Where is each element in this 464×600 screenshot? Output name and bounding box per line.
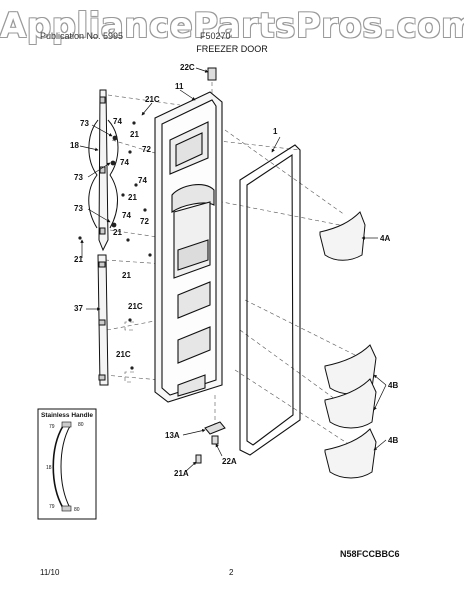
- callout: 21C: [116, 350, 131, 359]
- door-panel-11: [154, 91, 223, 403]
- callout: 4B: [388, 381, 398, 390]
- stainless-handle-inset: 79 80 18 79 80: [37, 408, 97, 520]
- callout: 73: [74, 173, 83, 182]
- inset-label: 79: [49, 504, 55, 510]
- callout: 74: [120, 158, 129, 167]
- callout: 1: [273, 127, 278, 136]
- callout: 72: [140, 217, 149, 226]
- callout: 37: [74, 304, 83, 313]
- diagram-code: N58FCCBBC6: [340, 549, 400, 559]
- footer-date: 11/10: [40, 568, 60, 577]
- section-title: FREEZER DOOR: [196, 44, 268, 54]
- projection-guides: [103, 75, 356, 446]
- lower-trim-37: [97, 254, 109, 386]
- callout: 21C: [128, 302, 143, 311]
- callout: 21: [74, 255, 83, 264]
- inset-label: 18: [46, 465, 52, 471]
- callout: 74: [138, 176, 147, 185]
- footer-page-number: 2: [229, 568, 234, 577]
- callout: 21: [113, 228, 122, 237]
- callout: 18: [70, 141, 79, 150]
- inset-label: 80: [74, 507, 80, 513]
- screws-and-clips: [78, 121, 152, 370]
- watermark: AppliancePartsPros.com: [0, 6, 464, 46]
- callout: 74: [113, 117, 122, 126]
- model-number: F50270: [200, 31, 231, 41]
- door-bins: [319, 211, 377, 479]
- callout: 72: [142, 145, 151, 154]
- callout: 73: [80, 119, 89, 128]
- bottom-hinge-parts: [195, 67, 226, 464]
- callout: 21: [128, 193, 137, 202]
- callout: 21: [122, 271, 131, 280]
- callout: 4A: [380, 234, 390, 243]
- callout: 11: [175, 82, 184, 91]
- callout: 21C: [145, 95, 160, 104]
- callout: 21A: [174, 469, 189, 478]
- callout: 4B: [388, 436, 398, 445]
- part-callouts: 22C 11 21C 74 73 21 72 18 74 73 74 21 73…: [70, 63, 398, 478]
- inset-title: Stainless Handle: [41, 412, 94, 419]
- callout: 73: [74, 204, 83, 213]
- inset-label: 80: [78, 422, 84, 428]
- callout: 21: [130, 130, 139, 139]
- inset-label: 79: [49, 424, 55, 430]
- callout: 74: [122, 211, 131, 220]
- leader-lines: [79, 67, 387, 473]
- callout: 13A: [165, 431, 180, 440]
- callout: 22A: [222, 457, 237, 466]
- callout: 22C: [180, 63, 195, 72]
- door-gasket-1: [239, 144, 301, 456]
- publication-number: Publication No. 5995: [40, 31, 124, 41]
